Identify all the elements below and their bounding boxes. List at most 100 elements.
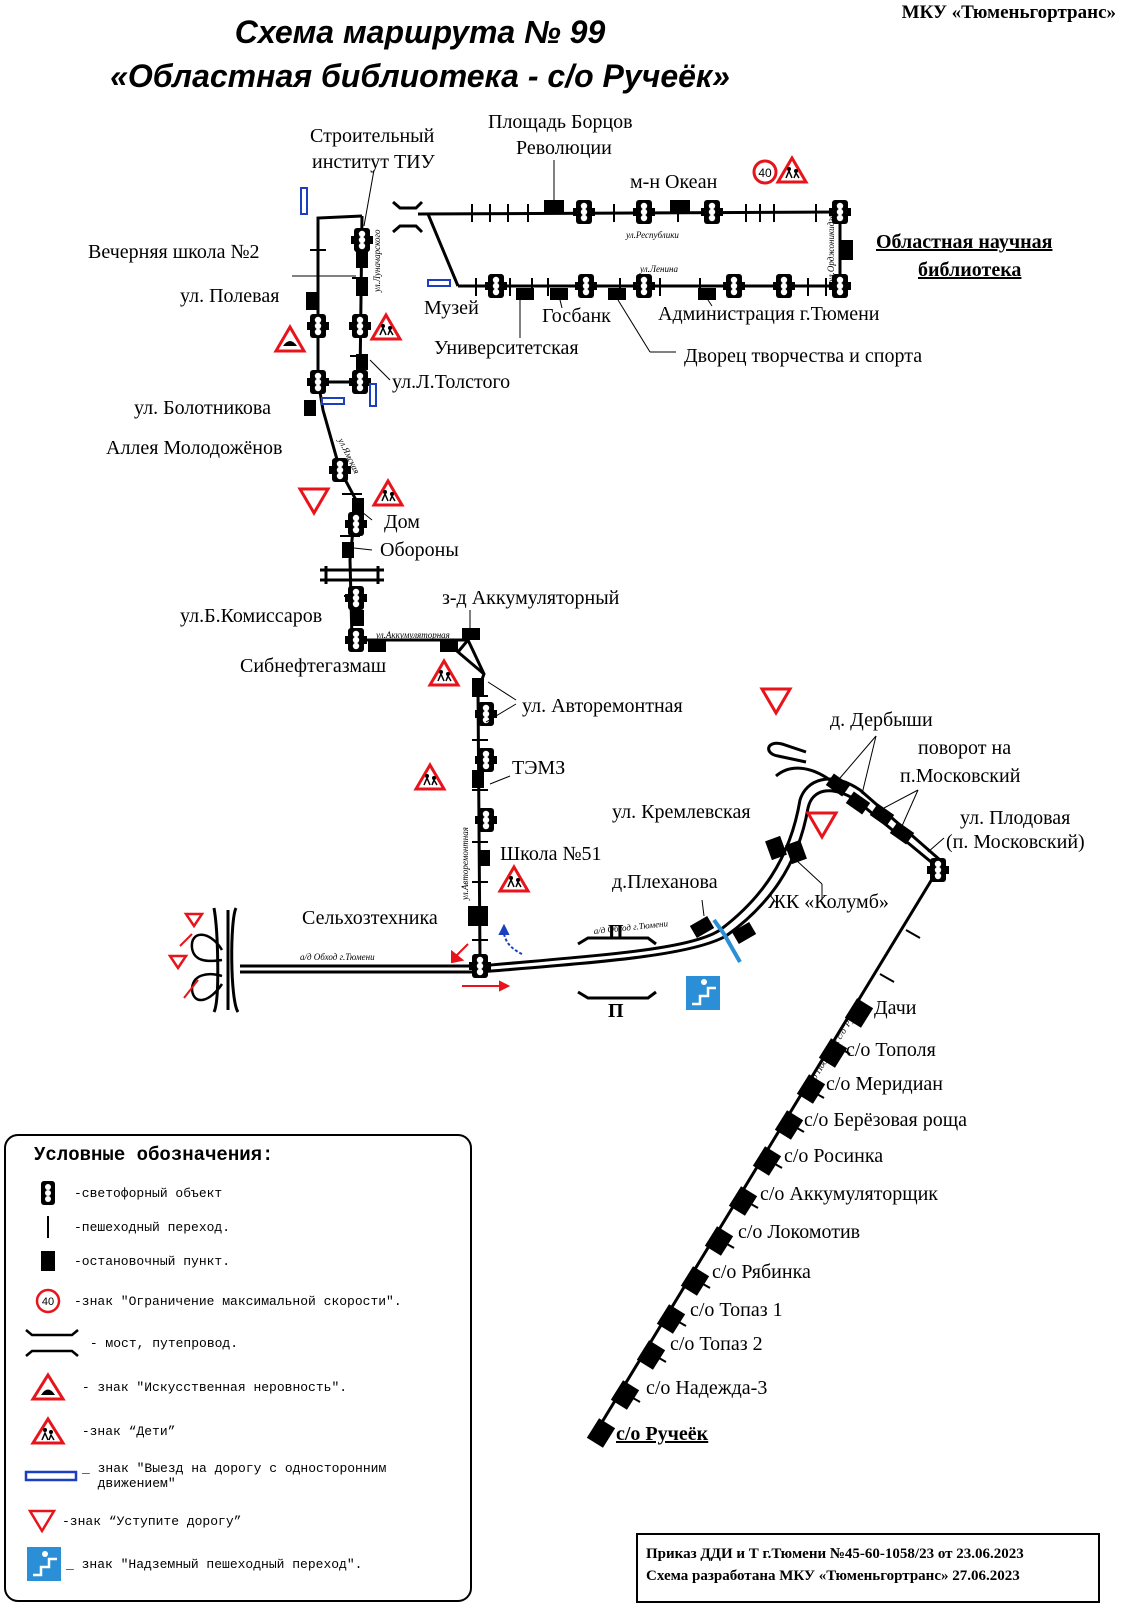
street-label-avtoremontnaya: ул.Авторемонтная xyxy=(460,827,470,901)
stop-label-kremlevskaya: ул. Кремлевская xyxy=(612,801,751,823)
bridge xyxy=(320,200,657,1000)
stop-label-oblastnaya-2: библиотека xyxy=(918,259,1021,281)
stop-label-bolotnikova: ул. Болотникова xyxy=(134,397,271,419)
map-title-line1: Схема маршрута № 99 xyxy=(234,14,606,50)
stop-label-gosbank: Госбанк xyxy=(542,305,611,327)
direction-arrows xyxy=(179,923,523,999)
stop-label-rucheek: с/о Ручеёк xyxy=(616,1423,709,1445)
traffic-light-icon xyxy=(22,1178,74,1208)
stop-label-ryabinka: с/о Рябинка xyxy=(712,1261,811,1283)
stop-label-vechernyaya: Вечерняя школа №2 xyxy=(88,241,260,263)
stop-label-muzey: Музей xyxy=(424,297,479,319)
stop-label-ploshchad: Площадь Борцов xyxy=(488,111,633,133)
stop-label-povorot: поворот на xyxy=(918,737,1011,759)
stop-label-dachi: Дачи xyxy=(874,997,917,1019)
stop-label-tolstogo: ул.Л.Толстого xyxy=(392,371,510,393)
bridge-label-top: П xyxy=(608,921,624,943)
yield-sign-left xyxy=(167,912,205,971)
bus-stop xyxy=(304,200,915,945)
street-label-obkhod-2: а/д Обход г.Тюмени xyxy=(593,918,669,936)
stop-label-topaz1: с/о Топаз 1 xyxy=(690,1299,783,1321)
legend-item-yield: -знак “Уступите дорогу” xyxy=(22,1506,468,1536)
stop-label-povorot-2: п.Московский xyxy=(900,765,1021,787)
crosswalk xyxy=(310,204,827,941)
stop-label-temz: ТЭМЗ xyxy=(512,757,565,779)
order-info-box: Приказ ДДИ и Т г.Тюмени №45-60-1058/23 о… xyxy=(636,1533,1100,1603)
stop-label-administratsiya: Администрация г.Тюмени xyxy=(658,303,880,325)
stop-label-alleya: Аллея Молодожёнов xyxy=(106,437,282,459)
overpass-crossing-icon xyxy=(686,918,742,1010)
stop-label-universitetskaya: Университетская xyxy=(434,337,579,359)
stop-label-plodovaya-2: (п. Московский) xyxy=(946,831,1085,853)
stop-label-stroitelny: Строительный xyxy=(310,125,435,147)
stop-label-meridian: с/о Меридиан xyxy=(826,1073,943,1095)
legend-item-children: -знак “Дети” xyxy=(22,1416,468,1446)
bus-stop-icon xyxy=(22,1246,74,1276)
bridge-label-bottom: П xyxy=(608,1000,624,1022)
svg-text:40: 40 xyxy=(42,1296,54,1308)
stop-labels: Строительный институт ТИУ Площадь Борцов… xyxy=(88,111,1085,1445)
stop-label-polevaya: ул. Полевая xyxy=(180,285,279,307)
stop-label-ploshchad-2: Революции xyxy=(516,137,612,159)
legend-item-speed-limit: 40 -знак "Ограничение максимальной скоро… xyxy=(22,1286,468,1316)
stop-label-topolya: с/о Тополя xyxy=(846,1039,936,1061)
stop-label-rosinka: с/о Росинка xyxy=(784,1145,883,1167)
map-title-line2: «Областная библиотека - с/о Ручеёк» xyxy=(110,58,730,94)
legend-item-traffic-light: -светофорный объект xyxy=(22,1178,468,1208)
developed-by-line: Схема разработана МКУ «Тюменьгортранс» 2… xyxy=(646,1568,1020,1584)
legend-item-bus-stop: -остановочный пункт. xyxy=(22,1246,468,1276)
legend-item-bridge: - мост, путепровод. xyxy=(22,1328,468,1358)
speed-bump-sign-icon xyxy=(274,325,306,353)
street-label-obkhod-1: а/д Обход г.Тюмени xyxy=(300,952,375,962)
stop-label-komissarov: ул.Б.Комиссаров xyxy=(180,605,322,627)
overpass-crossing-icon xyxy=(22,1547,66,1581)
legend-item-speed-bump: - знак "Искусственная неровность". xyxy=(22,1372,468,1402)
stop-label-plodovaya: ул. Плодовая xyxy=(960,807,1070,829)
speed-limit-value: 40 xyxy=(758,166,772,180)
stop-label-dvorets: Дворец творчества и спорта xyxy=(684,345,922,367)
stop-label-derbyshi: д. Дербыши xyxy=(830,709,933,731)
legend-item-crosswalk: -пешеходный переход. xyxy=(22,1212,468,1242)
street-label-ordzhonikidze: ул.Орджоникидзе xyxy=(826,214,836,283)
legend-item-one-way: _ знак "Выезд на дорогу с односторонним … xyxy=(22,1456,468,1496)
speed-limit-icon xyxy=(752,159,778,185)
stop-label-nadezhda: с/о Надежда-3 xyxy=(646,1377,767,1399)
street-label-akkumulyatornaya: ул.Аккумуляторная xyxy=(375,630,450,640)
organization-name: МКУ «Тюменьгортранс» xyxy=(901,2,1116,23)
stop-label-lokomotiv: с/о Локомотив xyxy=(738,1221,860,1243)
street-label-respubliki: ул.Республики xyxy=(625,230,679,240)
one-way-exit-icon xyxy=(300,187,451,407)
stop-label-stroitelny-2: институт ТИУ xyxy=(312,151,436,173)
stop-label-selkhoztekhnika: Сельхозтехника xyxy=(302,907,438,929)
stop-label-avtoremontnaya: ул. Авторемонтная xyxy=(522,695,683,717)
order-line: Приказ ДДИ и Т г.Тюмени №45-60-1058/23 о… xyxy=(646,1546,1024,1562)
stop-label-okean: м-н Океан xyxy=(630,171,718,193)
left-interchange xyxy=(190,907,240,1013)
children-sign-icon xyxy=(22,1416,74,1446)
crosswalk-podezd xyxy=(625,929,921,1403)
stop-label-kolumb: ЖК «Колумб» xyxy=(768,891,889,913)
speed-limit-icon: 40 xyxy=(22,1286,74,1316)
stop-label-sibneftegazmash: Сибнефтегазмаш xyxy=(240,655,387,677)
one-way-exit-icon xyxy=(22,1461,82,1491)
stop-label-dom: Дом xyxy=(384,511,420,533)
yield-sign-icon xyxy=(22,1506,62,1536)
stop-label-topaz2: с/о Топаз 2 xyxy=(670,1333,763,1355)
leader-lines xyxy=(292,160,945,917)
stop-label-berezovaya: с/о Берёзовая роща xyxy=(804,1109,967,1131)
stop-label-plekhanova: д.Плеханова xyxy=(612,871,718,893)
stop-label-oblastnaya: Областная научная xyxy=(876,231,1053,253)
crosswalk-icon xyxy=(22,1212,74,1242)
street-label-lunacharskogo: ул.Луначарского xyxy=(372,229,382,293)
stop-label-akkumulyatorshchik: с/о Аккумуляторщик xyxy=(760,1183,938,1205)
speed-bump-sign-icon xyxy=(22,1372,74,1402)
legend-item-overpass: _ знак "Надземный пешеходный переход". xyxy=(22,1546,468,1582)
stop-label-akkumulyatorny: з-д Аккумуляторный xyxy=(442,587,620,609)
street-label-lenina: ул.Ленина xyxy=(639,264,678,274)
stop-label-dom-2: Обороны xyxy=(380,539,459,561)
bus-stop-podezd xyxy=(586,998,874,1448)
children-sign-icon xyxy=(370,156,808,893)
legend-title: Условные обозначения: xyxy=(34,1144,274,1166)
stop-label-shkola51: Школа №51 xyxy=(500,843,602,865)
